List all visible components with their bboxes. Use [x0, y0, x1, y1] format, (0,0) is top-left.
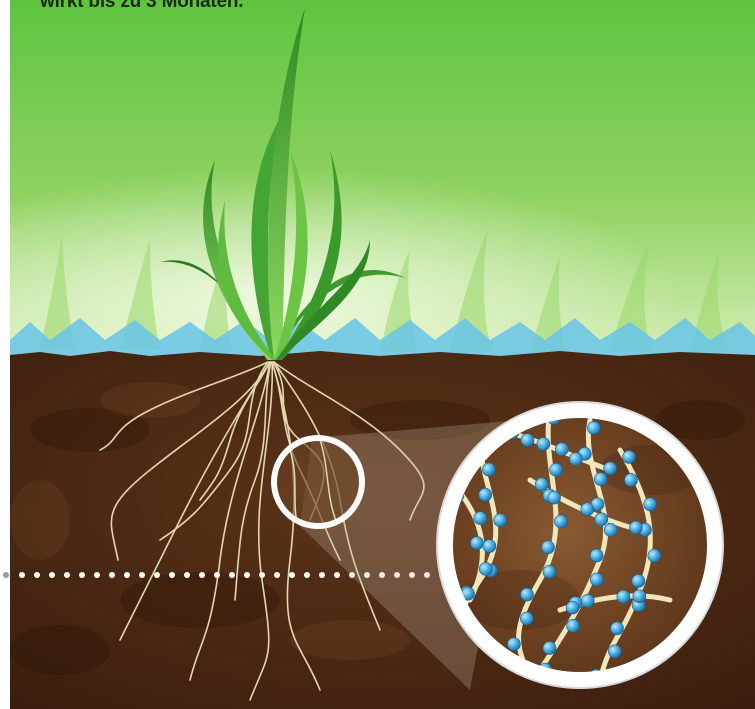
depth-dot [109, 572, 115, 578]
fertilizer-granule [520, 588, 533, 601]
fertilizer-granule [594, 473, 607, 486]
depth-dot [124, 572, 130, 578]
depth-dot [49, 572, 55, 578]
fertilizer-granule [595, 513, 608, 526]
fertilizer-granule [623, 450, 636, 463]
fertilizer-granule [494, 514, 507, 527]
fertilizer-granule [587, 421, 600, 434]
fertilizer-granule [611, 622, 624, 635]
fertilizer-granule [604, 462, 617, 475]
fertilizer-granule [548, 491, 561, 504]
fertilizer-granule [521, 433, 534, 446]
fertilizer-granule [543, 642, 556, 655]
fertilizer-granule [569, 452, 582, 465]
caption-text: wirkt bis zu 3 Monaten. [40, 0, 243, 13]
fertilizer-granule [537, 437, 550, 450]
fertilizer-granule [482, 463, 495, 476]
depth-dot [319, 572, 325, 578]
depth-marker-line [3, 572, 9, 578]
fertilizer-granule [644, 498, 657, 511]
fertilizer-granule [550, 463, 563, 476]
fertilizer-granule [632, 574, 645, 587]
depth-dot [289, 572, 295, 578]
fertilizer-granule [648, 549, 661, 562]
fertilizer-granule [542, 541, 555, 554]
fertilizer-granule [483, 540, 496, 553]
depth-dot [259, 572, 265, 578]
depth-dot [64, 572, 70, 578]
fertilizer-granule [633, 590, 646, 603]
fertilizer-granule [520, 612, 533, 625]
depth-dot [184, 572, 190, 578]
fertilizer-granule [617, 590, 630, 603]
fertilizer-granule [624, 473, 637, 486]
fertilizer-granule [470, 537, 483, 550]
depth-dot [274, 572, 280, 578]
fertilizer-granule [590, 549, 603, 562]
depth-dot [334, 572, 340, 578]
fertilizer-granule [608, 645, 621, 658]
fertilizer-granule [474, 512, 487, 525]
depth-dot [214, 572, 220, 578]
fertilizer-granule [543, 565, 556, 578]
depth-dot [139, 572, 145, 578]
fertilizer-granule [554, 515, 567, 528]
depth-dot [154, 572, 160, 578]
fertilizer-granule [535, 478, 548, 491]
fertilizer-granule [507, 638, 520, 651]
depth-dot [244, 572, 250, 578]
depth-dot [304, 572, 310, 578]
magnified-area-marker [274, 438, 362, 530]
depth-dot [79, 572, 85, 578]
fertilizer-granule [555, 443, 568, 456]
fertilizer-granule [566, 601, 579, 614]
depth-dot [169, 572, 175, 578]
depth-dot [199, 572, 205, 578]
depth-dot [34, 572, 40, 578]
depth-dot [94, 572, 100, 578]
depth-dot [229, 572, 235, 578]
fertilizer-granule [590, 573, 603, 586]
fertilizer-granule [581, 594, 594, 607]
fertilizer-granule [567, 619, 580, 632]
fertilizer-granule [581, 503, 594, 516]
fertilizer-granule [604, 523, 617, 536]
fertilizer-granule [479, 488, 492, 501]
fertilizer-granule [479, 562, 492, 575]
fertilizer-granule [629, 521, 642, 534]
depth-dot [19, 572, 25, 578]
